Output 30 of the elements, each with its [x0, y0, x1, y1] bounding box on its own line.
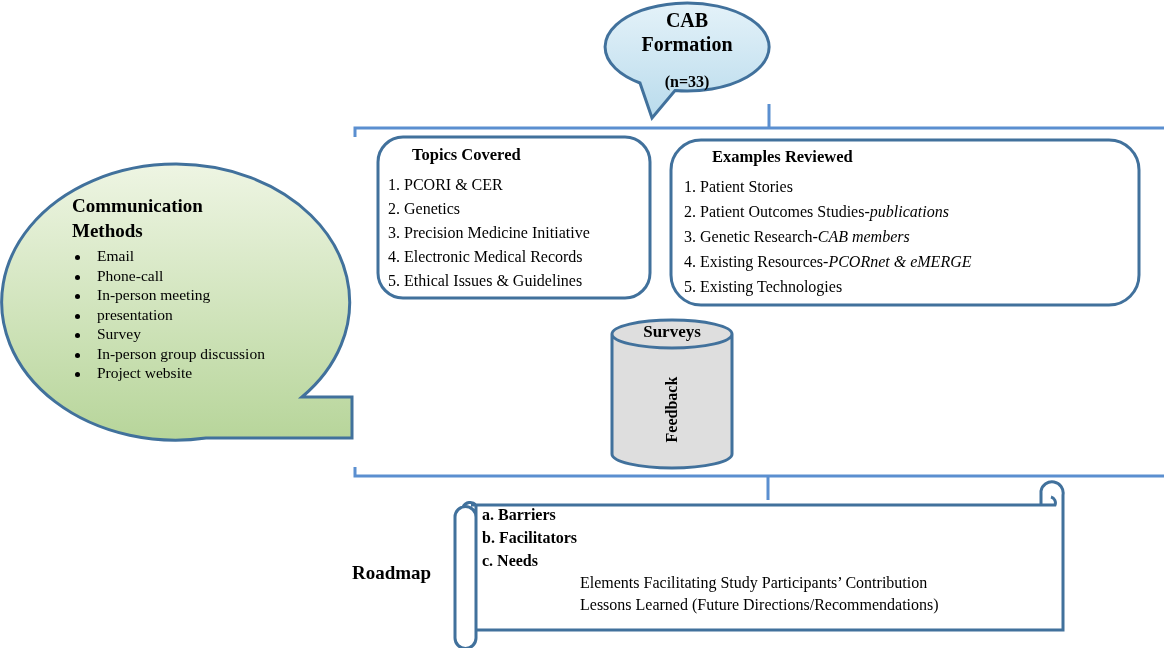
node-text: Surveys — [642, 322, 702, 343]
node-text: 4. Electronic Medical Records — [388, 247, 583, 267]
node-text: b. Facilitators — [482, 528, 578, 548]
node-text: a. Barriers — [482, 505, 556, 525]
node-text: In-person group discussion — [97, 344, 265, 364]
node-text: 1. Patient Stories — [684, 177, 793, 197]
node-text: 4. Existing Resources-PCORnet & eMERGE — [684, 252, 972, 272]
node-text: 3. Genetic Research-CAB members — [684, 227, 910, 247]
heading: Topics Covered — [412, 145, 521, 165]
node-text: 3. Precision Medicine Initiative — [388, 223, 590, 243]
node-text: Lessons Learned (Future Directions/Recommendations) — [580, 595, 939, 615]
node-text: Project website — [97, 364, 193, 383]
node-text: c. Needs — [482, 551, 538, 571]
node-text: 5. Existing Technologies — [684, 277, 843, 297]
heading: Communication Methods — [72, 194, 204, 243]
node-text: Phone-call — [97, 266, 164, 286]
node-text: In-person meeting — [97, 286, 211, 305]
node-text: Survey — [97, 325, 141, 344]
node-text: Elements Facilitating Study Participants’ Contribution — [580, 573, 928, 593]
node-text: CAB Formation — [640, 8, 734, 56]
node-text: 1. PCORI & CER — [388, 175, 503, 195]
node-text: presentation — [97, 305, 173, 325]
node-text: (n=33) — [663, 72, 711, 92]
node-text: 2. Genetics — [388, 199, 460, 219]
heading: Examples Reviewed — [712, 147, 853, 167]
side-label: Roadmap — [352, 562, 432, 584]
node-text: 5. Ethical Issues & Guidelines — [388, 271, 583, 291]
node-text: Email — [97, 247, 135, 266]
node-text: 2. Patient Outcomes Studies-publications — [684, 202, 949, 222]
vertical-label: Feedback — [662, 375, 682, 445]
